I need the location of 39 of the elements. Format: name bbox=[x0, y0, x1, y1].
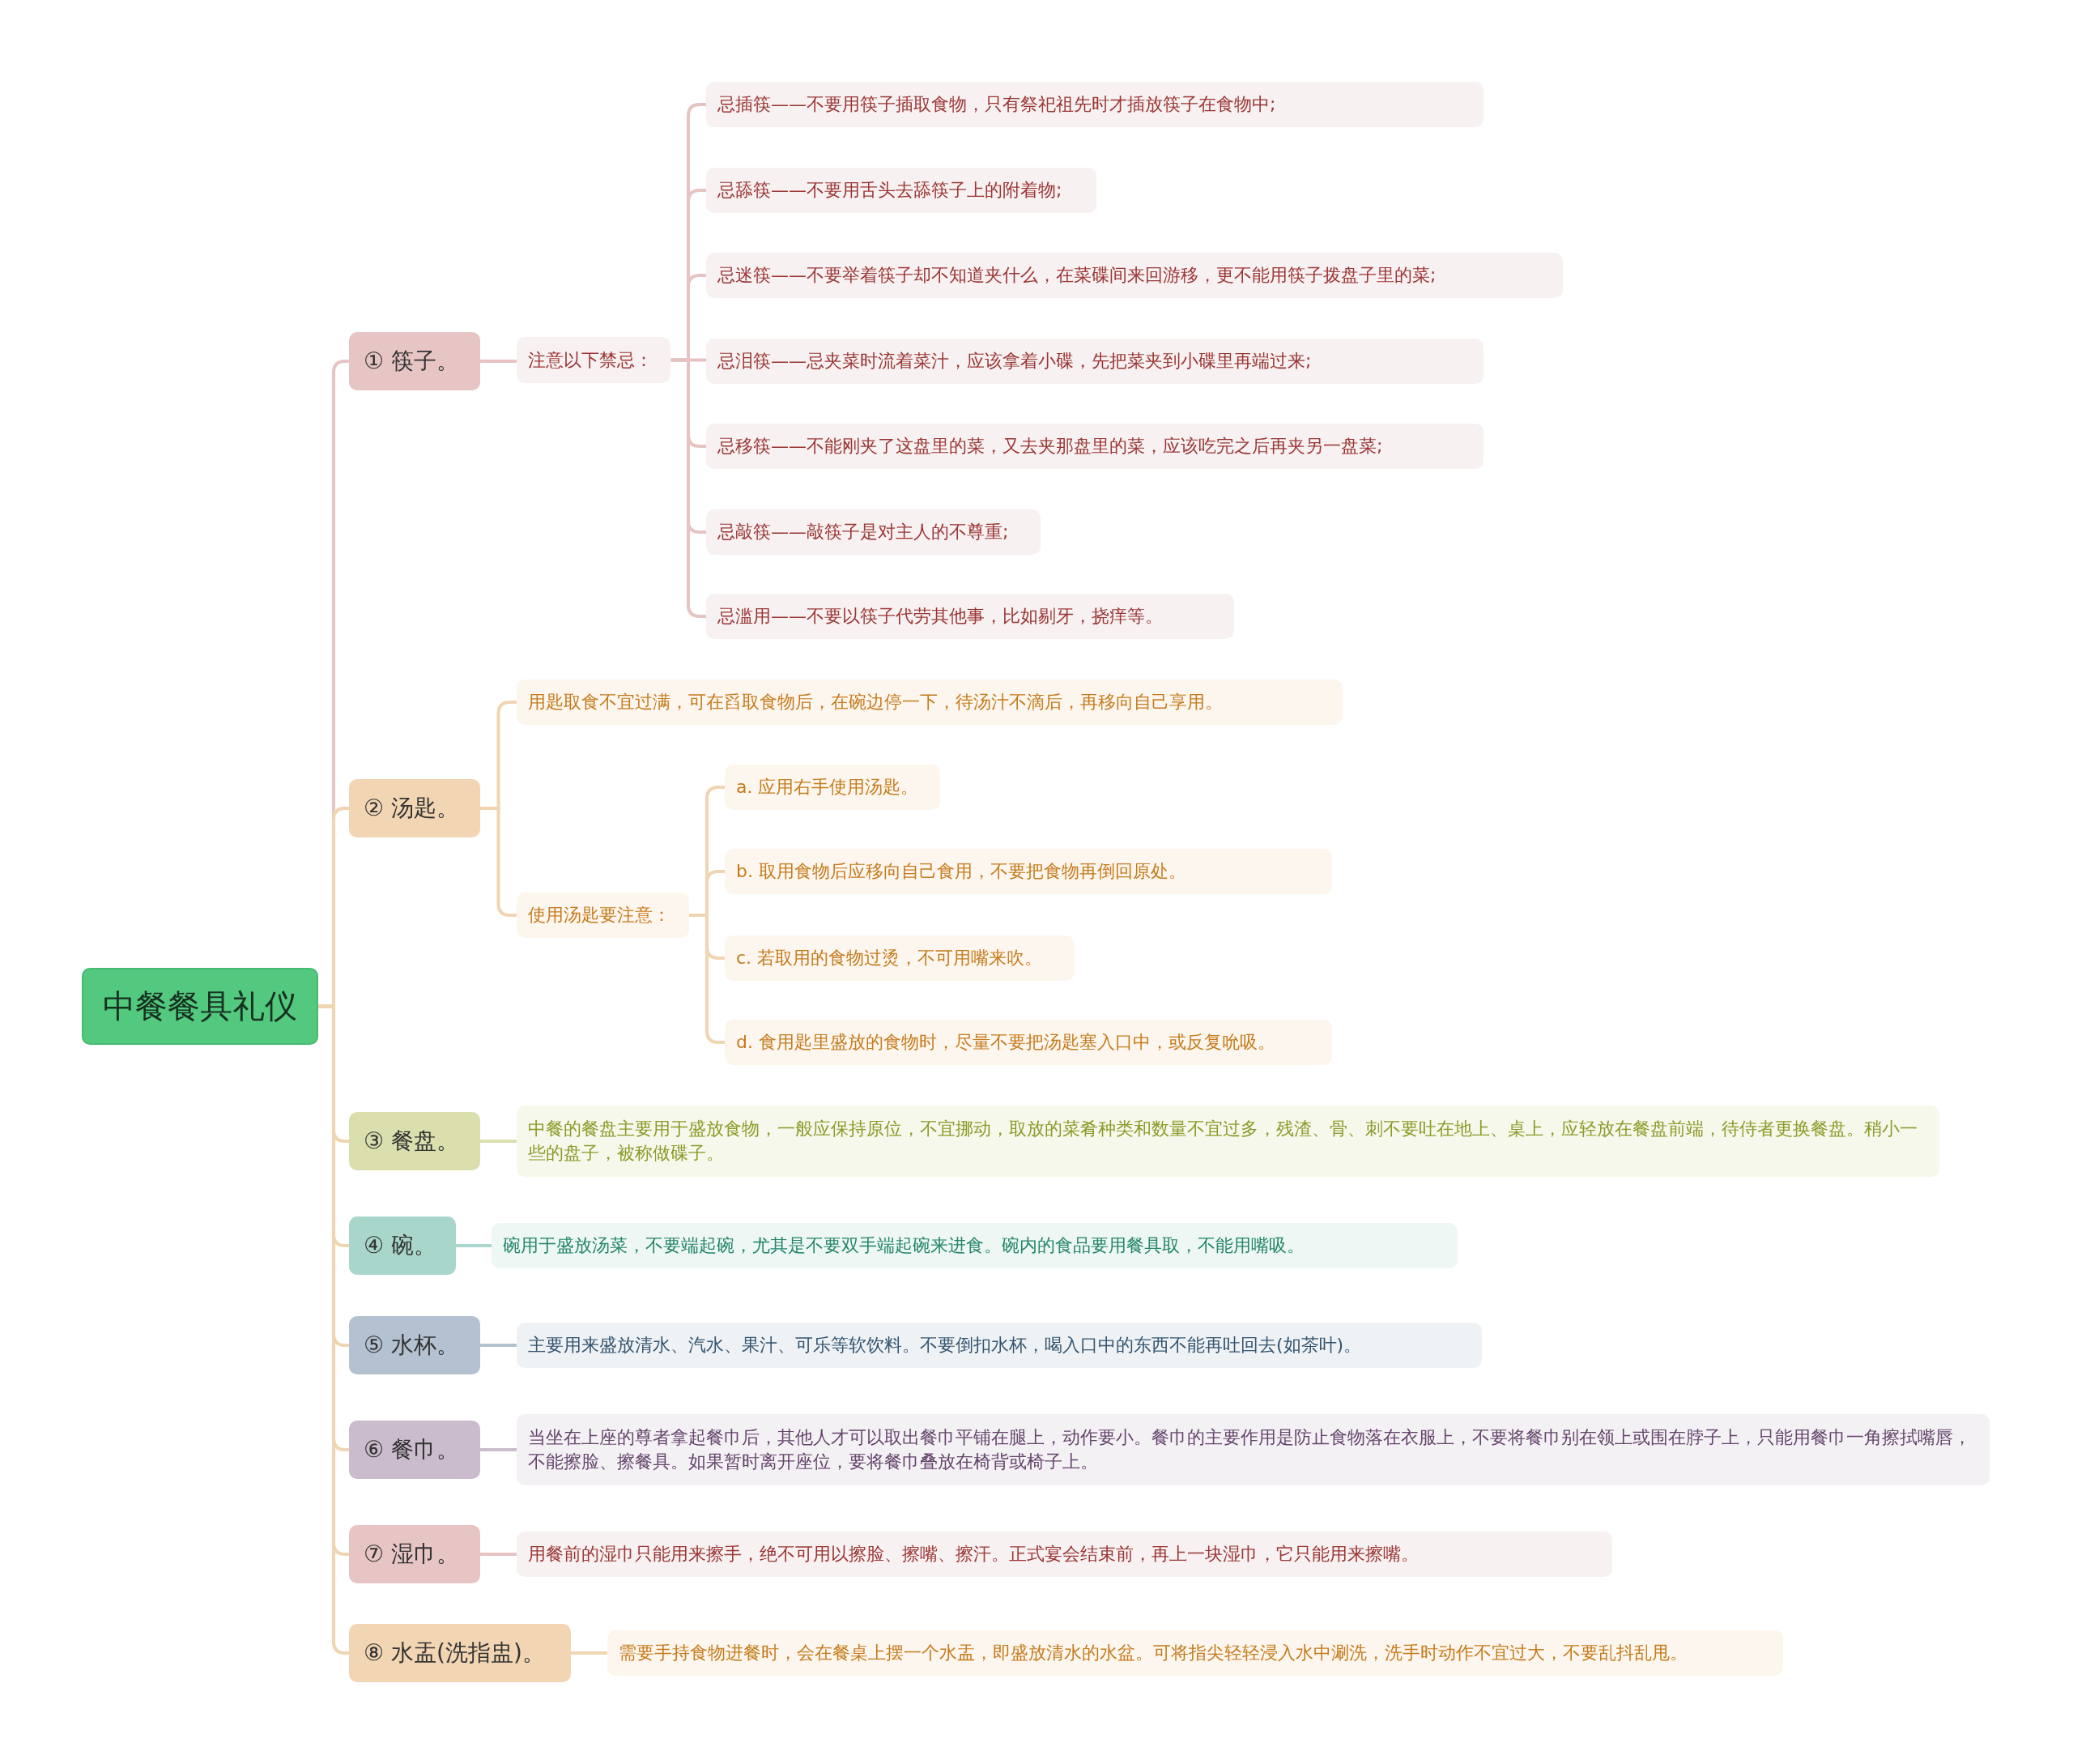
topic-box: 中餐餐具礼仪 bbox=[82, 968, 318, 1045]
note-box: 用餐前的湿巾只能用来擦手，绝不可用以擦脸、擦嘴、擦汗。正式宴会结束前，再上一块湿巾，它只能用来擦嘴。 bbox=[517, 1532, 1612, 1577]
branch-box: ① 筷子。 bbox=[349, 332, 480, 390]
note-box: 忌滥用——不要以筷子代劳其他事，比如剔牙，挠痒等。 bbox=[706, 594, 1234, 639]
branch-box: ⑤ 水杯。 bbox=[349, 1316, 480, 1374]
note-box: 使用汤匙要注意： bbox=[517, 893, 689, 938]
note-box: 中餐的餐盘主要用于盛放食物，一般应保持原位，不宜挪动，取放的菜肴种类和数量不宜过多，残渣、骨、刺不要吐在地上、桌上，应轻放在餐盘前端，待侍者更换餐盘。稍小一些的盘子，被称做碟子。 bbox=[517, 1106, 1939, 1177]
note-box: a. 应用右手使用汤匙。 bbox=[725, 765, 940, 810]
note-box: 用匙取食不宜过满，可在舀取食物后，在碗边停一下，待汤汁不滴后，再移向自己享用。 bbox=[517, 680, 1343, 725]
note-box: 忌移筷——不能刚夹了这盘里的菜，又去夹那盘里的菜，应该吃完之后再夹另一盘菜; bbox=[706, 424, 1483, 469]
note-box: 忌泪筷——忌夹菜时流着菜汁，应该拿着小碟，先把菜夹到小碟里再端过来; bbox=[706, 339, 1483, 384]
connector-line bbox=[670, 358, 706, 618]
connector-line bbox=[480, 1140, 517, 1143]
note-box: 忌迷筷——不要举着筷子却不知道夹什么，在菜碟间来回游移，更不能用筷子拨盘子里的菜; bbox=[706, 253, 1563, 298]
note-box: 忌舔筷——不要用舌头去舔筷子上的附着物; bbox=[706, 168, 1096, 213]
note-box: 忌敲筷——敲筷子是对主人的不尊重; bbox=[706, 509, 1041, 555]
connector-line bbox=[480, 1553, 517, 1556]
note-box: 忌插筷——不要用筷子插取食物，只有祭祀祖先时才插放筷子在食物中; bbox=[706, 82, 1483, 127]
connector-line bbox=[480, 360, 517, 363]
connector-line bbox=[571, 1651, 607, 1655]
branch-box: ⑥ 餐巾。 bbox=[349, 1421, 480, 1479]
branch-box: ③ 餐盘。 bbox=[349, 1112, 480, 1170]
note-box: 碗用于盛放汤菜，不要端起碗，尤其是不要双手端起碗来进食。碗内的食品要用餐具取，不能用嘴吸。 bbox=[492, 1223, 1458, 1268]
branch-box: ⑦ 湿巾。 bbox=[349, 1525, 480, 1583]
note-box: 注意以下禁忌： bbox=[517, 337, 670, 383]
note-box: 主要用来盛放清水、汽水、果汁、可乐等软饮料。不要倒扣水杯，喝入口中的东西不能再吐回去(如茶叶)。 bbox=[517, 1323, 1482, 1368]
branch-box: ④ 碗。 bbox=[349, 1216, 456, 1275]
connector-line bbox=[480, 1344, 517, 1347]
note-box: c. 若取用的食物过烫，不可用嘴来吹。 bbox=[725, 935, 1075, 981]
connector-line bbox=[689, 914, 725, 1044]
note-box: 需要手持食物进餐时，会在餐桌上摆一个水盂，即盛放清水的水盆。可将指尖轻轻浸入水中涮洗，洗手时动作不宜过大，不要乱抖乱甩。 bbox=[607, 1630, 1783, 1676]
note-box: 当坐在上座的尊者拿起餐巾后，其他人才可以取出餐巾平铺在腿上，动作要小。餐巾的主要作用是防止食物落在衣服上，不要将餐巾别在领上或围在脖子上，只能用餐巾一角擦拭嘴唇，不能擦脸、擦餐具。如果暂时离开座位，要将餐巾叠放在椅背或椅子上。 bbox=[517, 1414, 1990, 1485]
connector-line bbox=[480, 807, 517, 917]
branch-box: ⑧ 水盂(洗指盅)。 bbox=[349, 1624, 571, 1682]
connector-line bbox=[456, 1244, 492, 1247]
connector-line bbox=[480, 1448, 517, 1451]
branch-box: ② 汤匙。 bbox=[349, 779, 480, 837]
note-box: d. 食用匙里盛放的食物时，尽量不要把汤匙塞入口中，或反复吮吸。 bbox=[725, 1020, 1332, 1065]
note-box: b. 取用食物后应移向自己食用，不要把食物再倒回原处。 bbox=[725, 849, 1332, 894]
